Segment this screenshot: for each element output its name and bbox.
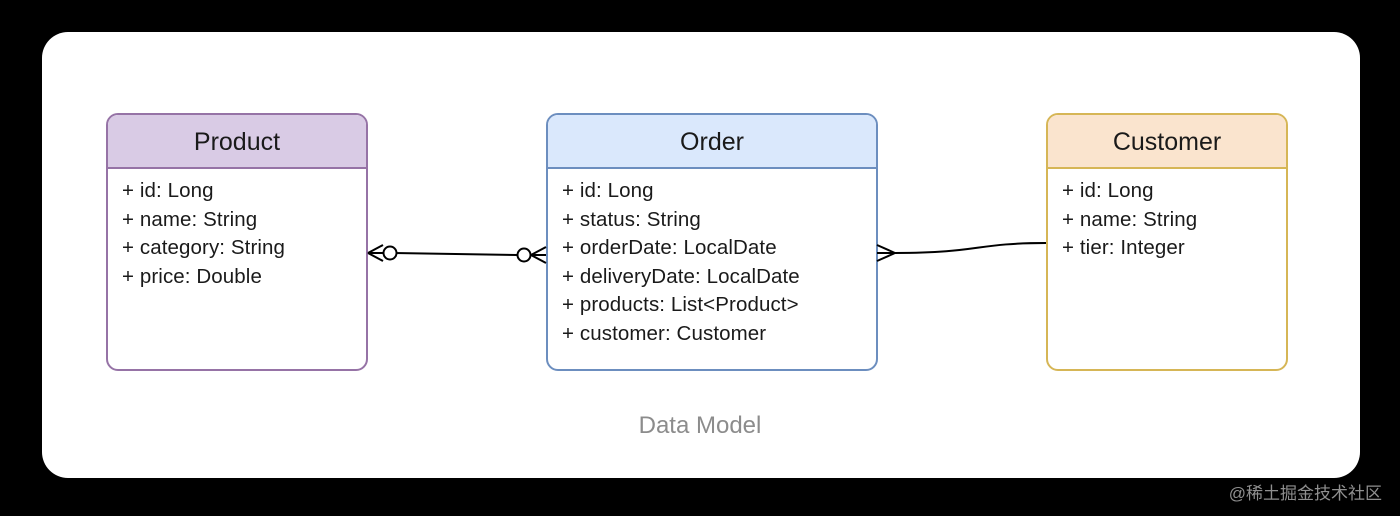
uml-class-title-customer: Customer [1048,115,1286,169]
uml-attribute-list-product: + id: Long + name: String + category: St… [108,169,366,291]
uml-attribute: + deliveryDate: LocalDate [562,264,800,288]
uml-class-order[interactable]: Order + id: Long + status: String + orde… [546,113,878,371]
uml-class-title-order: Order [548,115,876,169]
uml-attribute: + orderDate: LocalDate [562,236,777,259]
uml-class-customer[interactable]: Customer + id: Long + name: String + tie… [1046,113,1288,371]
diagram-caption: Data Model [638,412,762,439]
uml-attribute: + name: String [1062,207,1198,231]
uml-attribute: + products: List<Product> [562,293,799,316]
uml-class-title-product: Product [108,115,366,169]
uml-attribute-list-customer: + id: Long + name: String + tier: Intege… [1048,169,1286,263]
uml-class-product[interactable]: Product + id: Long + name: String + cate… [106,113,368,371]
watermark: @稀土掘金技术社区 [1228,484,1382,503]
uml-attribute: + status: String [562,207,701,231]
uml-attribute: + name: String [122,207,258,231]
uml-attribute: + category: String [122,236,286,259]
uml-attribute: + id: Long [122,179,214,202]
uml-attribute: + price: Double [122,264,262,288]
uml-attribute: + id: Long [1062,179,1154,202]
uml-attribute: + tier: Integer [1062,236,1185,259]
uml-attribute: + customer: Customer [562,321,767,345]
uml-attribute-list-order: + id: Long + status: String + orderDate:… [548,169,876,348]
uml-attribute: + id: Long [562,179,654,202]
